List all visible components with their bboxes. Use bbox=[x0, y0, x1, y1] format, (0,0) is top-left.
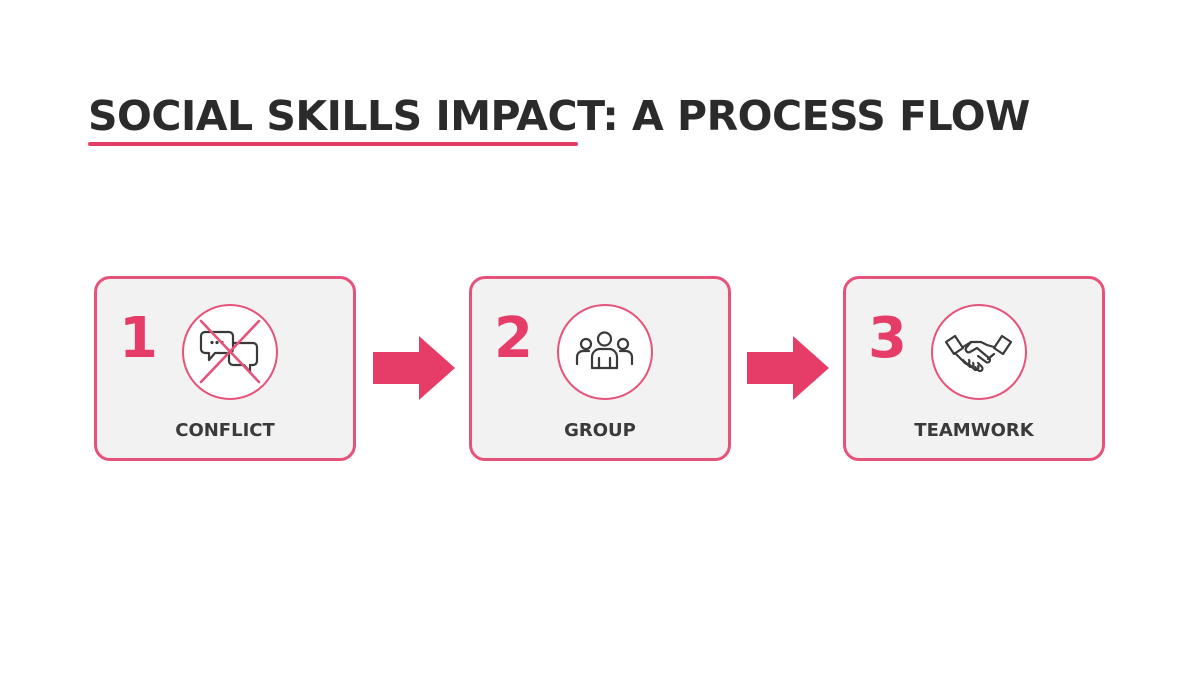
title-underline bbox=[88, 142, 578, 146]
crossed-out-chat-bubbles-icon bbox=[199, 319, 261, 384]
page-title: SOCIAL SKILLS IMPACT: A PROCESS FLOW bbox=[88, 92, 1030, 140]
step-conflict: 1 CONFLICT bbox=[94, 276, 356, 461]
step-number: 3 bbox=[868, 306, 907, 371]
icon-circle bbox=[557, 304, 653, 400]
arrow-right-icon bbox=[373, 336, 455, 400]
group-of-people-icon bbox=[575, 331, 634, 370]
handshake-icon bbox=[944, 334, 1013, 373]
step-number: 2 bbox=[494, 306, 533, 371]
step-group: 2 GROUP bbox=[469, 276, 731, 461]
step-label: TEAMWORK bbox=[914, 420, 1034, 441]
icon-circle bbox=[182, 304, 278, 400]
icon-circle bbox=[931, 304, 1027, 400]
step-label: GROUP bbox=[564, 420, 636, 441]
arrow-right-icon bbox=[747, 336, 829, 400]
step-number: 1 bbox=[119, 306, 158, 371]
step-teamwork: 3 TEAMWORK bbox=[843, 276, 1105, 461]
step-label: CONFLICT bbox=[175, 420, 275, 441]
